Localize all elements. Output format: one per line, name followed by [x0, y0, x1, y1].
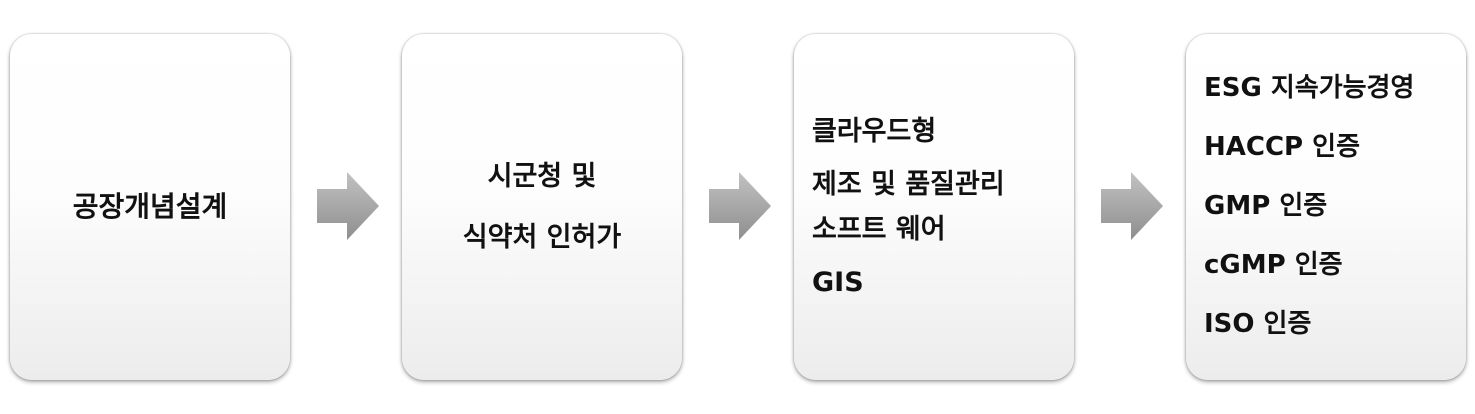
step-4-line-1: ESG 지속가능경영	[1204, 73, 1415, 104]
step-3-line-2: 제조 및 품질관리	[812, 168, 1005, 200]
step-3-line-4: GIS	[812, 267, 864, 299]
step-3-box: 클라우드형 제조 및 품질관리 소프트 웨어 GIS	[794, 34, 1074, 380]
step-2-box: 시군청 및 식약처 인허가	[402, 34, 682, 380]
step-2-line-2: 식약처 인허가	[462, 222, 622, 253]
step-4-line-3: GMP 인증	[1204, 191, 1328, 222]
step-1-box: 공장개념설계	[10, 34, 290, 380]
arrow-right-icon	[1101, 172, 1163, 240]
step-2-line-1: 시군청 및	[487, 160, 597, 192]
arrow-right-icon	[317, 172, 379, 240]
step-4-line-4: cGMP 인증	[1204, 249, 1343, 280]
step-1-label: 공장개념설계	[72, 189, 228, 223]
step-3-line-3: 소프트 웨어	[812, 214, 946, 245]
step-3-line-1: 클라우드형	[812, 115, 937, 147]
step-4-box: ESG 지속가능경영 HACCP 인증 GMP 인증 cGMP 인증 ISO 인…	[1186, 34, 1466, 380]
arrow-right-icon	[709, 172, 771, 240]
step-4-line-5: ISO 인증	[1204, 308, 1312, 339]
step-4-line-2: HACCP 인증	[1204, 132, 1360, 163]
